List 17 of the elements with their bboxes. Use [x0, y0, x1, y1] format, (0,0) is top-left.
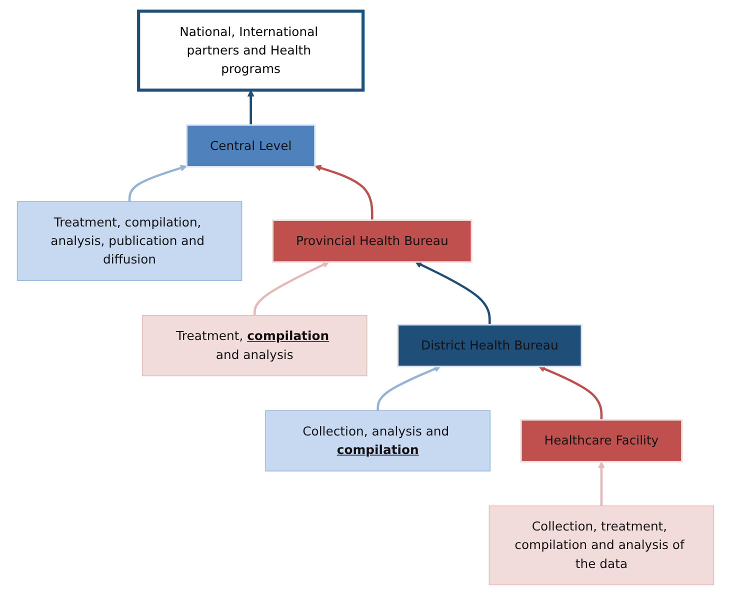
node-box: Central Level — [186, 124, 316, 168]
arrow — [538, 366, 603, 420]
arrow — [314, 164, 374, 220]
node-box: Healthcare Facility — [520, 419, 683, 462]
arrow — [253, 262, 330, 316]
arrow — [128, 164, 188, 202]
arrow — [415, 262, 491, 325]
node-box: Provincial Health Bureau — [272, 219, 472, 263]
node-box: District Health Bureau — [397, 324, 582, 368]
node-box: Treatment, compilation, analysis, publication and diffusion — [16, 201, 242, 281]
arrow — [247, 90, 254, 125]
node-box: Treatment, compilation and analysis — [142, 315, 368, 376]
node-box: National, International partners and Health programs — [137, 10, 365, 92]
node-box: Collection, treatment, compilation and analysis of the data — [488, 505, 714, 586]
node-box: Collection, analysis and compilation — [265, 410, 490, 472]
arrow — [598, 461, 605, 506]
arrow — [376, 366, 441, 411]
